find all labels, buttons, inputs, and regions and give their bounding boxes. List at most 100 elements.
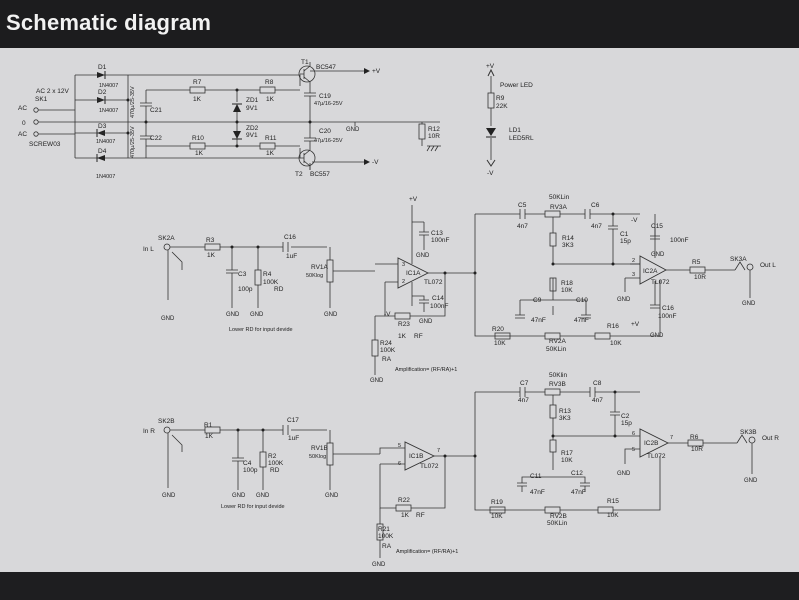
t1-type: BC547 bbox=[316, 64, 336, 71]
ac-label: AC 2 x 12V bbox=[36, 88, 70, 95]
zd1-value: 9V1 bbox=[246, 105, 258, 112]
c8-label: C8 bbox=[593, 380, 602, 387]
diode-d4 bbox=[96, 154, 105, 162]
ic1a-label: IC1A bbox=[406, 270, 421, 277]
gnd-c14: GND bbox=[419, 319, 433, 325]
pot-rv1a bbox=[326, 259, 334, 283]
output-jack-right bbox=[748, 436, 756, 444]
r21-label: R21 bbox=[378, 526, 390, 533]
c7-label: C7 bbox=[520, 380, 529, 387]
r8-value: 1K bbox=[266, 96, 275, 103]
opamp-ic2b bbox=[639, 428, 670, 458]
ic2a-label: IC2A bbox=[643, 268, 658, 275]
resistor-r4 bbox=[254, 269, 262, 286]
c11-value: 47nF bbox=[530, 489, 545, 496]
c15-label: C15 bbox=[651, 223, 663, 230]
d2-type: 1N4007 bbox=[99, 108, 118, 114]
r11-value: 1K bbox=[266, 150, 275, 157]
d4-label: D4 bbox=[98, 148, 107, 155]
sk3a-label: SK3A bbox=[730, 256, 747, 263]
resistor-r6 bbox=[687, 439, 704, 447]
r22-value: 1K bbox=[401, 512, 410, 519]
gnd-r4: GND bbox=[250, 312, 264, 318]
rv3a-label: RV3A bbox=[550, 204, 568, 211]
led-vminus: -V bbox=[487, 170, 494, 177]
r13-value: 3K3 bbox=[559, 415, 571, 422]
opamp-ic2a bbox=[639, 255, 667, 285]
ic2a-vplus: +V bbox=[631, 321, 640, 328]
c19-value: 47µ/16-25V bbox=[314, 101, 343, 107]
terminal-ac1 bbox=[33, 107, 39, 113]
ic2a-pin2: 2 bbox=[632, 258, 635, 264]
r13-label: R13 bbox=[559, 408, 571, 415]
c21-value: 470µ/25-35V bbox=[130, 126, 136, 158]
ic1b-type: TL072 bbox=[420, 463, 439, 470]
led-title: Power LED bbox=[500, 82, 533, 89]
r10-value: 1K bbox=[195, 150, 204, 157]
led-vplus: +V bbox=[486, 63, 495, 70]
r19-value: 10K bbox=[491, 513, 503, 520]
c21-label: C21 bbox=[150, 107, 162, 114]
resistor-r14 bbox=[549, 232, 557, 247]
pot-rv2a bbox=[544, 332, 561, 340]
c16-value: 1uF bbox=[286, 253, 297, 260]
sk1-label: SK1 bbox=[35, 96, 48, 103]
c16-label: C16 bbox=[284, 234, 296, 241]
t2-type: BC557 bbox=[310, 171, 330, 178]
ic1-vminus: -V bbox=[384, 311, 391, 318]
r17-label: R17 bbox=[561, 450, 573, 457]
c4-label: C4 bbox=[243, 460, 252, 467]
resistor-r5 bbox=[689, 266, 706, 274]
gnd-c16b: GND bbox=[650, 333, 664, 339]
resistor-r23 bbox=[394, 312, 411, 320]
c11-label: C11 bbox=[530, 473, 542, 480]
transistor-t2 bbox=[298, 149, 316, 170]
gnd-r24: GND bbox=[370, 378, 384, 384]
gnd-out-left: GND bbox=[742, 301, 756, 307]
ic1b-label: IC1B bbox=[409, 453, 423, 460]
ic2a-pin3: 3 bbox=[632, 272, 635, 278]
resistor-r24 bbox=[371, 339, 379, 357]
gnd-r21: GND bbox=[372, 562, 386, 568]
c13-value: 100nF bbox=[431, 237, 449, 244]
d1-type: 1N4007 bbox=[99, 83, 118, 89]
pot-rv2b bbox=[544, 506, 561, 514]
c9-label: C9 bbox=[533, 297, 542, 304]
c2-label: C2 bbox=[621, 413, 630, 420]
t2-label: T2 bbox=[295, 171, 303, 178]
gnd-ic2b: GND bbox=[617, 471, 631, 477]
resistor-r20 bbox=[494, 332, 511, 340]
page-title: Schematic diagram bbox=[6, 10, 212, 35]
r20-label: R20 bbox=[492, 326, 504, 333]
ld1-label: LD1 bbox=[509, 127, 521, 134]
rv2b-label: RV2B bbox=[550, 513, 567, 520]
vminus-label: -V bbox=[372, 159, 379, 166]
resistor-r19 bbox=[489, 506, 506, 514]
r8-label: R8 bbox=[265, 79, 274, 86]
c10-value: 47nF bbox=[574, 317, 589, 324]
sk2b-label: SK2B bbox=[158, 418, 175, 425]
pin-ac1-label: AC bbox=[18, 105, 27, 112]
r14-value: 3K3 bbox=[562, 242, 574, 249]
output-jack-left bbox=[746, 263, 754, 271]
r24-label: R24 bbox=[380, 340, 392, 347]
out-r-label: Out R bbox=[762, 435, 779, 442]
r17-value: 10K bbox=[561, 457, 573, 464]
c4-value: 100p bbox=[243, 467, 258, 474]
r18-label: R18 bbox=[561, 280, 573, 287]
gnd-c13: GND bbox=[416, 253, 430, 259]
c22-label: C22 bbox=[150, 135, 162, 142]
c14-label: C14 bbox=[432, 295, 444, 302]
ic1b-pin7: 7 bbox=[437, 448, 440, 454]
pin-ac2-label: AC bbox=[18, 131, 27, 138]
c10-label: C10 bbox=[576, 297, 588, 304]
c14-value: 100nF bbox=[430, 303, 448, 310]
input-jack-right bbox=[163, 426, 171, 434]
rv3b-label: RV3B bbox=[549, 381, 566, 388]
d4-type: 1N4007 bbox=[96, 174, 115, 180]
r24-value: 100K bbox=[380, 347, 396, 354]
c8-value: 4n7 bbox=[592, 397, 603, 404]
r7-value: 1K bbox=[193, 96, 202, 103]
power-led-section: +V Power LED R9 22K LD1 LED5RL -V bbox=[486, 63, 534, 177]
ra-left: RA bbox=[382, 356, 392, 363]
